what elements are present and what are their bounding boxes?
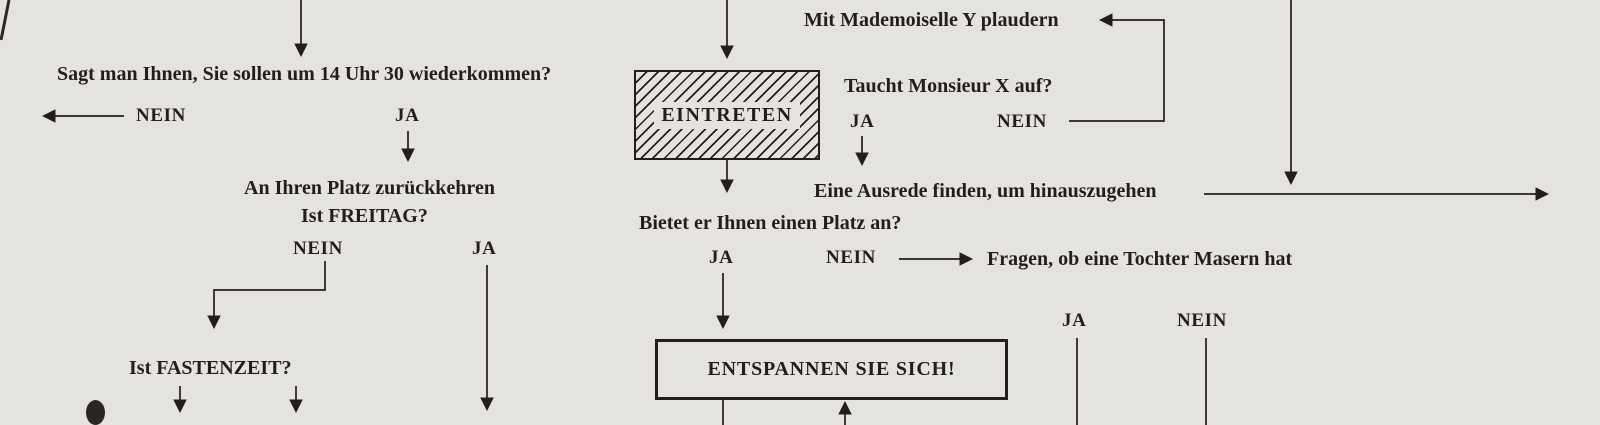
connector-nein-monsieur-to-mademoiselle (1069, 13, 1165, 122)
node-question-lent: Ist FASTENZEIT? (129, 357, 292, 379)
scan-artifact-bottom-left (86, 400, 105, 425)
node-enter-box: EINTRETEN (634, 70, 820, 160)
answer-nein-measles: NEIN (1177, 310, 1227, 331)
node-excuse-to-leave: Eine Ausrede finden, um hinauszugehen (814, 180, 1157, 202)
answer-ja-seat: JA (709, 247, 734, 268)
connector-nein-friday-elbow (207, 261, 326, 330)
answer-ja-measles: JA (1062, 310, 1087, 331)
scan-artifact-top-left (0, 0, 11, 41)
node-back-to-seat: An Ihren Platz zurückkehren (244, 177, 495, 199)
enter-box-label: EINTRETEN (654, 101, 800, 129)
node-question-seat-offer: Bietet er Ihnen einen Platz an? (639, 212, 902, 234)
node-question-return-1430: Sagt man Ihnen, Sie sollen um 14 Uhr 30 … (57, 63, 552, 85)
relax-box-label: ENTSPANNEN SIE SICH! (707, 358, 956, 380)
answer-ja-return: JA (395, 105, 420, 126)
node-ask-measles: Fragen, ob eine Tochter Masern hat (987, 248, 1293, 270)
node-chat-mademoiselle: Mit Mademoiselle Y plaudern (804, 9, 1059, 31)
answer-nein-friday: NEIN (293, 238, 343, 259)
node-question-monsieur: Taucht Monsieur X auf? (844, 75, 1053, 97)
answer-nein-seat: NEIN (826, 247, 876, 268)
answer-ja-monsieur: JA (850, 111, 875, 132)
answer-nein-monsieur: NEIN (997, 111, 1047, 132)
node-question-friday: Ist FREITAG? (301, 205, 428, 227)
answer-nein-return: NEIN (136, 105, 186, 126)
node-relax-box: ENTSPANNEN SIE SICH! (655, 339, 1008, 400)
answer-ja-friday: JA (472, 238, 497, 259)
